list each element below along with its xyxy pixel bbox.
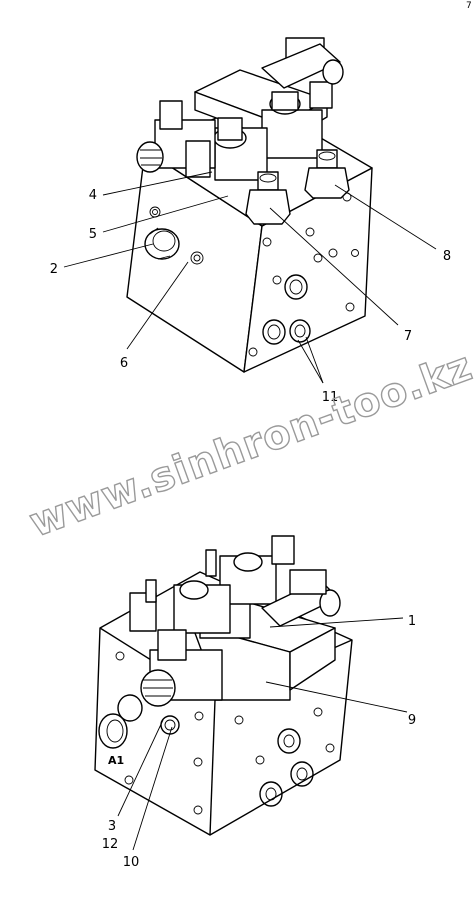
plug-2 <box>144 227 180 260</box>
callout-1: 1 <box>408 614 416 629</box>
callout-2: 2 <box>50 262 58 277</box>
callout-6: 6 <box>120 356 128 371</box>
callout-9: 9 <box>408 713 416 728</box>
bottom-valve-block-assembly: A1 <box>94 535 416 870</box>
callout-3: 3 <box>108 819 116 834</box>
block-marking: A1 <box>108 754 124 767</box>
top-valve-block-assembly: 4 5 2 6 7 8 11 <box>50 37 451 405</box>
callout-7: 7 <box>404 329 412 344</box>
callout-12: 12 <box>102 837 119 852</box>
cartridge-valve-8 <box>304 149 350 199</box>
callout-8: 8 <box>443 249 451 264</box>
callout-11: 11 <box>322 390 339 405</box>
watermark-text: www.sinhron-too.kz <box>24 343 476 546</box>
top-directional-valves <box>136 37 344 181</box>
cartridge-valve-7 <box>245 171 291 225</box>
bottom-leader-lines <box>117 617 408 851</box>
callout-4: 4 <box>89 188 97 203</box>
callout-10: 10 <box>123 855 140 870</box>
corner-mark: 7 <box>466 1 472 11</box>
top-leader-lines <box>63 171 437 384</box>
bottom-directional-valves <box>129 535 341 707</box>
callout-5: 5 <box>89 227 97 242</box>
